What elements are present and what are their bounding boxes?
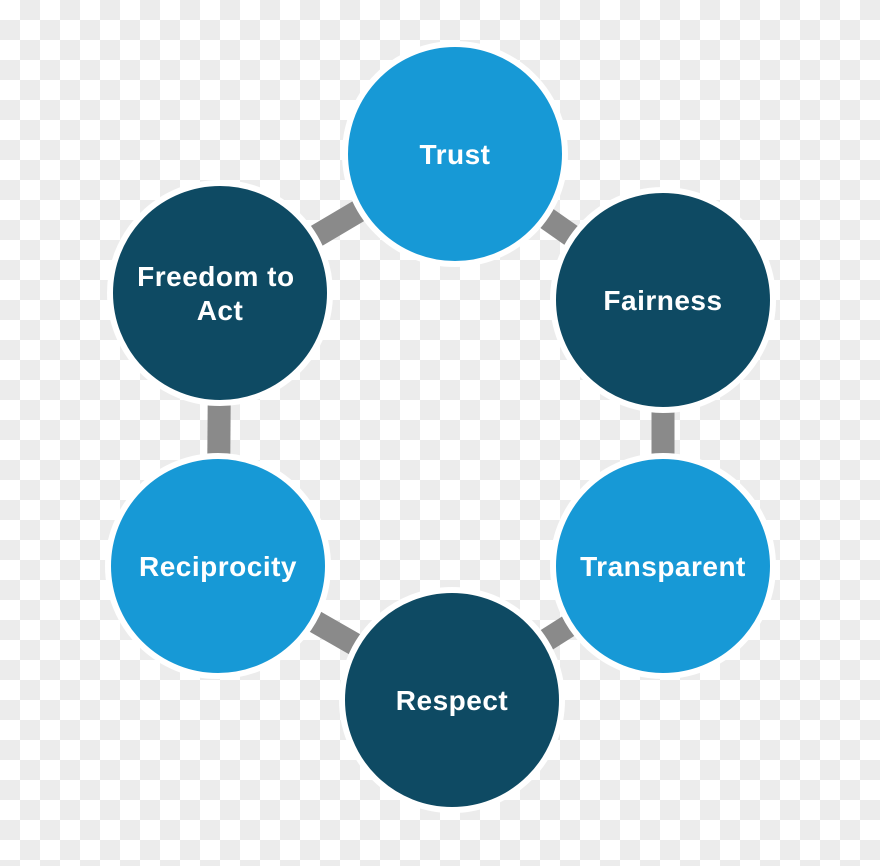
- trust-circle: [342, 41, 568, 267]
- transparent-label: Transparent: [580, 551, 746, 582]
- node-freedom-to-act: Freedom to Act: [107, 180, 333, 406]
- freedom-to-act-label-line-1: Freedom to: [137, 261, 294, 292]
- respect-label: Respect: [396, 685, 508, 716]
- freedom-to-act-label: Freedom to Act: [137, 261, 303, 326]
- fairness-circle: [550, 187, 776, 413]
- fairness-label: Fairness: [603, 285, 722, 316]
- node-respect: Respect: [339, 587, 565, 813]
- transparent-circle: [550, 453, 776, 679]
- node-trust: Trust: [342, 41, 568, 267]
- freedom-to-act-circle: [107, 180, 333, 406]
- node-reciprocity: Reciprocity: [105, 453, 331, 679]
- trust-label: Trust: [420, 139, 491, 170]
- reciprocity-circle: [105, 453, 331, 679]
- freedom-to-act-label-line-2: Act: [197, 295, 244, 326]
- node-fairness: Fairness: [550, 187, 776, 413]
- node-transparent: Transparent: [550, 453, 776, 679]
- respect-circle: [339, 587, 565, 813]
- reciprocity-label: Reciprocity: [139, 551, 297, 582]
